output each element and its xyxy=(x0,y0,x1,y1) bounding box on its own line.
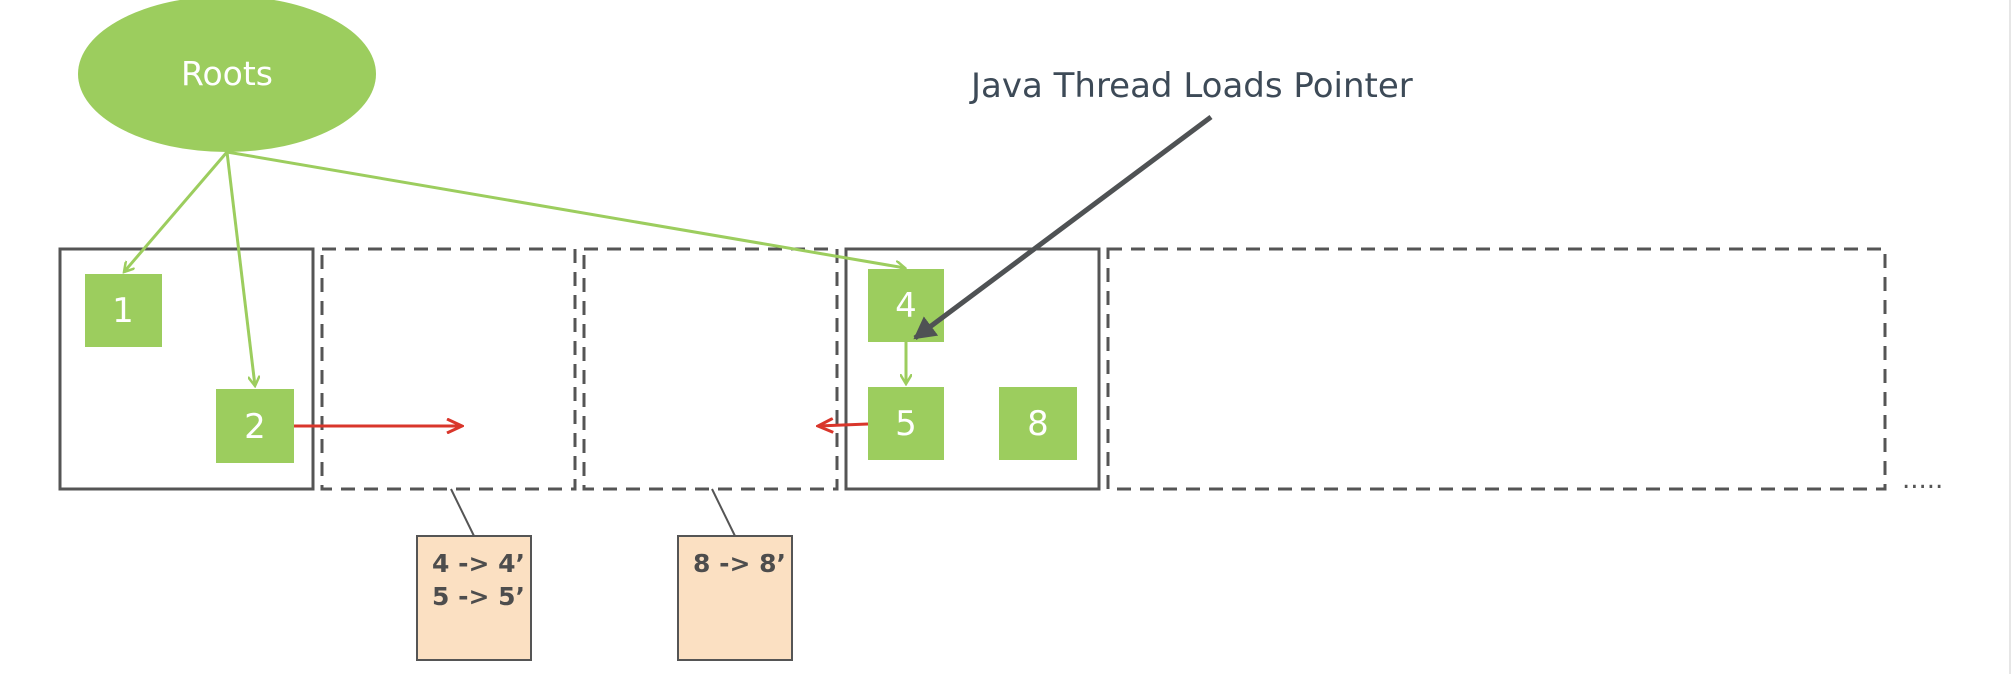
root-edge-to-2 xyxy=(225,151,255,386)
region-5-empty xyxy=(1106,247,1887,491)
object-5-label: 5 xyxy=(895,404,917,444)
region-1 xyxy=(58,247,315,491)
object-1-label: 1 xyxy=(112,291,134,331)
object-5 xyxy=(868,387,944,460)
note-b-connector xyxy=(711,488,736,537)
more-regions-ellipsis: ..... xyxy=(1902,465,1943,495)
relocation-arrow-5 xyxy=(818,424,869,426)
forwarding-entry-4: 4 -> 4’ xyxy=(432,549,525,578)
root-edge-to-4 xyxy=(226,150,905,268)
note-a-connector xyxy=(450,488,475,537)
forwarding-entry-5: 5 -> 5’ xyxy=(432,582,525,611)
region-3-empty xyxy=(582,247,839,491)
region-2-empty xyxy=(320,247,577,491)
root-edge-to-1 xyxy=(124,151,229,272)
region-4 xyxy=(844,247,1101,491)
forwarding-table-a xyxy=(416,535,532,661)
object-2 xyxy=(216,389,294,463)
roots-node xyxy=(78,0,376,152)
forwarding-table-b xyxy=(677,535,793,661)
object-1 xyxy=(85,274,162,347)
load-pointer-arrow xyxy=(913,114,1213,341)
roots-label: Roots xyxy=(181,54,273,93)
forwarding-entry-8: 8 -> 8’ xyxy=(693,549,786,578)
callout-label: Java Thread Loads Pointer xyxy=(969,66,1413,106)
object-8-label: 8 xyxy=(1027,404,1049,444)
object-8 xyxy=(999,387,1077,460)
object-4-label: 4 xyxy=(895,286,917,326)
object-2-label: 2 xyxy=(244,407,266,447)
